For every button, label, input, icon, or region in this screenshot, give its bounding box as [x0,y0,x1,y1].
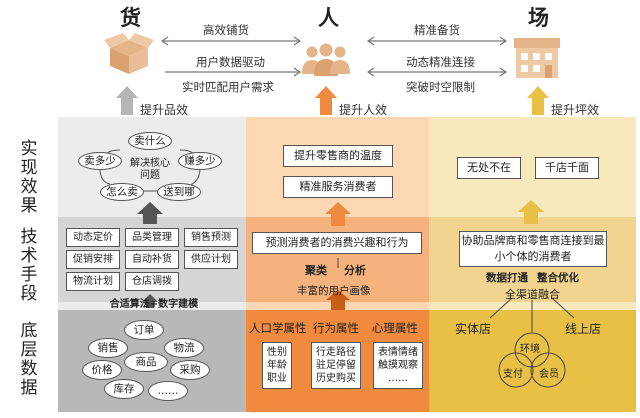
label-efficient-distribution: 高效铺货 [203,23,249,37]
goods-tech-tag: 自动补货 [125,250,179,269]
attr-item: 表情情绪 [378,347,418,358]
goods-data-oval: …… [148,381,188,401]
goods-data-oval: 销售 [88,338,128,358]
label-realtime-match: 实时匹配用户需求 [182,80,274,94]
row-label-effect: 实现效果 [20,139,38,216]
people-tech-box: 预测消费者的消费兴趣和行为 [252,232,422,254]
goods-data-oval: 采购 [170,360,210,380]
cycle-how-much: 卖多少 [78,152,122,170]
label-precise-stocking: 精准备货 [414,23,460,37]
goods-tech-tag: 销售预测 [184,228,238,247]
people-effect-precise: 精准服务消费者 [283,176,393,198]
attr-item: 历史购买 [316,373,356,384]
lift-arrows [116,86,549,115]
box-icon [104,33,154,74]
place-data-open: 数据打通 [486,272,528,284]
attr-item: 性别 [267,347,287,358]
goods-tech-tag: 仓店调拨 [125,272,179,291]
place-tech-box: 协助品牌商和零售商连接到最小个体的消费者 [459,231,607,267]
cycle-deliver-where: 送到哪 [157,183,201,201]
attr-item: 触摸观察 [378,360,418,371]
goods-data-oval: 物流 [164,338,204,358]
goods-data-oval: 商品 [124,352,168,372]
lift-goods: 提升品效 [140,103,189,117]
goods-tech-tag: 供应计划 [184,250,238,269]
label-dynamic-connection: 动态精准连接 [406,55,475,69]
header-place: 场 [528,6,549,30]
venn-environment: 环境 [520,344,540,355]
place-integrate: 整合优化 [537,272,579,284]
goods-data-oval: 价格 [82,360,122,380]
people-demo-attrs: 性别 年龄 职业 [262,342,292,389]
goods-tech-tag: 品类管理 [125,228,179,247]
people-analysis-label: 分析 [344,264,366,277]
goods-tech-caption: 合适算法+数字建模 [109,299,199,310]
lift-people: 提升人效 [339,103,388,117]
venn-member: 会员 [539,369,559,380]
cycle-what-to-sell: 卖什么 [128,132,172,150]
header-people: 人 [318,6,339,30]
people-mind-attrs: 表情情绪 触摸观察 …… [373,342,423,389]
cycle-center-label: 解决核心问题 [130,158,170,181]
people-attr-title: 人口学属性 [249,321,307,335]
attr-item: 职业 [267,373,287,384]
place-physical-store: 实体店 [455,322,492,336]
people-cluster-label: 聚类 [305,264,327,277]
row-label-tech: 技术手段 [20,227,38,304]
attr-item: 行走路径 [316,347,356,358]
place-omni-channel: 全渠道融合 [505,288,560,301]
place-online-store: 线上店 [565,322,602,336]
people-attr-title: 行为属性 [313,321,359,335]
goods-tech-tag: 促销安排 [66,250,120,269]
cycle-profit: 赚多少 [178,152,222,170]
lift-place: 提升坪效 [551,103,600,117]
people-icon [302,43,350,76]
cycle-how-to-sell: 怎么卖 [100,183,144,201]
attr-item: 年龄 [267,360,287,371]
venn-payment: 支付 [503,369,523,380]
label-user-data-driven: 用户数据驱动 [196,55,265,69]
goods-data-oval: 库存 [104,379,144,399]
people-effect-warmth: 提升零售商的温度 [283,145,393,167]
attr-item: …… [388,373,408,384]
row-label-data: 底层数据 [20,321,38,398]
place-effect-everywhere: 无处不在 [457,157,521,179]
people-behavior-attrs: 行走路径 驻足停留 历史购买 [311,342,361,389]
goods-tech-tag: 动态定价 [66,228,120,247]
people-attr-title: 心理属性 [372,321,418,335]
goods-tech-tag: 物流计划 [66,272,120,291]
goods-data-oval: 订单 [124,320,164,340]
header-goods: 货 [120,6,141,30]
attr-item: 驻足停留 [316,360,356,371]
label-break-limits: 突破时空限制 [406,80,475,94]
store-icon [514,38,560,78]
place-effect-thousand: 千店千面 [535,157,599,179]
people-profile-label: 丰富的用户画像 [297,285,371,297]
relation-arrows [160,36,508,77]
